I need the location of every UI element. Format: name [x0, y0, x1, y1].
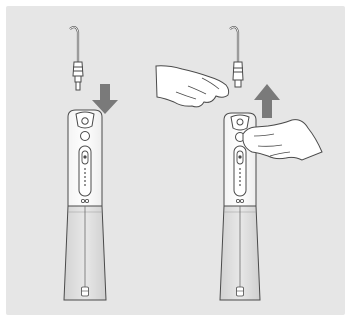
- hand-finger-lines: [253, 133, 291, 157]
- indicator-light: [84, 184, 86, 186]
- indicator-light: [84, 176, 86, 178]
- hand-icon: [242, 119, 323, 161]
- indicator-light: [239, 180, 241, 182]
- nozzle-tip-icon: [69, 25, 84, 91]
- hand-finger-lines: [175, 77, 220, 100]
- water-flosser-icon: [219, 112, 261, 301]
- indicator-light: [239, 168, 241, 170]
- hose-filter: [81, 286, 89, 297]
- water-flosser-icon: [63, 109, 107, 301]
- panel-remove-tip: [155, 25, 323, 301]
- background: [6, 6, 345, 315]
- hose-filter: [236, 286, 244, 297]
- instruction-illustration: [6, 6, 345, 315]
- indicator-light: [239, 184, 241, 186]
- panel-insert-tip: [63, 25, 118, 301]
- release-button: [80, 131, 90, 141]
- indicator-light: [84, 180, 86, 182]
- arrow-down-icon: [92, 84, 118, 114]
- mode-icon: [81, 198, 90, 203]
- indicator-light: [239, 176, 241, 178]
- mode-icon: [235, 198, 244, 203]
- indicator-light: [239, 172, 241, 174]
- hand-icon: [155, 65, 230, 108]
- indicator-light: [84, 172, 86, 174]
- illustration-canvas: [6, 6, 345, 315]
- arrow-up-icon: [254, 84, 280, 118]
- nozzle-tip-icon: [229, 25, 244, 88]
- indicator-light: [84, 168, 86, 170]
